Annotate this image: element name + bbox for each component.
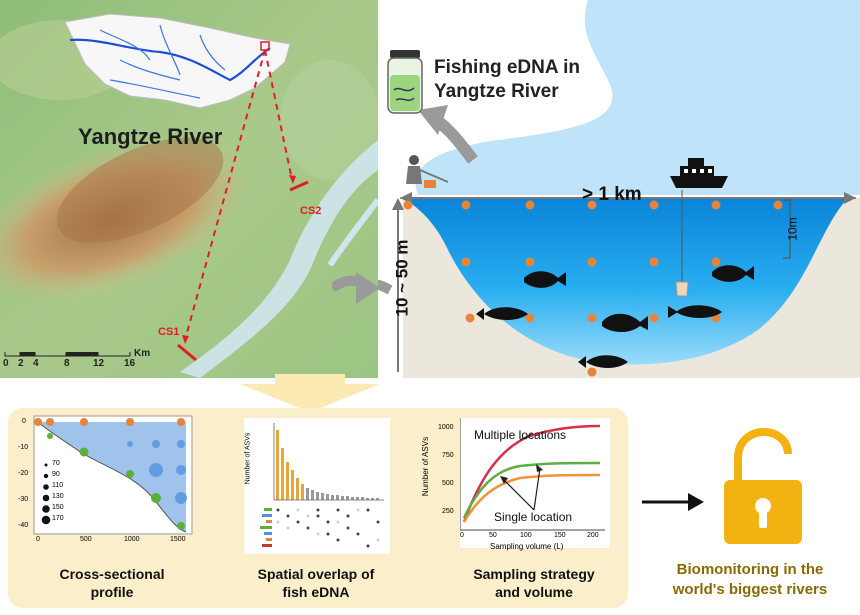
river-scene: Fishing eDNA in Yangtze River > 1 km 10 …	[355, 0, 860, 385]
sampling-y-tick: 750	[442, 452, 454, 459]
scale-tick: 0	[3, 358, 9, 369]
profile-y-tick: -10	[18, 444, 29, 451]
conclusion-line1: Biomonitoring in the	[676, 561, 824, 578]
profile-legend-value: 110	[52, 482, 64, 489]
profile-y-tick: -20	[18, 470, 29, 477]
scale-tick: 16	[124, 358, 136, 369]
sampling-x-tick: 200	[587, 532, 599, 539]
scale-tick: 2	[18, 358, 24, 369]
overlap-caption-line1: Spatial overlap of	[257, 566, 375, 582]
sampling-x-label: Sampling volume (L)	[490, 542, 564, 551]
map-title: Yangtze River	[78, 124, 223, 149]
scale-unit: Km	[134, 348, 151, 359]
fisher-icon	[406, 155, 449, 188]
scale-tick: 8	[64, 358, 70, 369]
jar-title-line2: Yangtze River	[434, 81, 559, 102]
map-panel: Yangtze River CS1 CS2 0 2 4 8 12 16 Km	[0, 0, 381, 378]
width-label: > 1 km	[582, 184, 642, 205]
conclusion-line2: world's biggest rivers	[672, 581, 828, 598]
sampling-y-label: Number of ASVs	[421, 436, 431, 497]
sampling-y-tick: 1000	[438, 424, 454, 431]
arrow-into-scene-icon	[332, 272, 380, 304]
profile-x-tick: 1000	[124, 536, 140, 543]
profile-y-tick: -30	[18, 496, 29, 503]
sampling-x-tick: 50	[489, 532, 497, 539]
site-label-cs1: CS1	[158, 326, 180, 338]
label-single-location: Single location	[494, 510, 573, 524]
arrow-right-icon	[642, 493, 704, 511]
river-illustration	[355, 0, 860, 378]
profile-legend-value: 130	[52, 493, 64, 500]
scale-tick: 12	[93, 358, 105, 369]
depth-label: 10 ~ 50 m	[392, 239, 412, 317]
sampling-points	[403, 200, 783, 377]
profile-chart	[33, 415, 193, 535]
overlap-y-label: Number of ASVs	[244, 432, 252, 485]
site-label-cs2: CS2	[300, 205, 322, 217]
profile-caption-line1: Cross-sectional	[59, 566, 165, 582]
sample-jar-icon	[387, 50, 423, 114]
label-multiple-locations: Multiple locations	[474, 428, 567, 442]
profile-x-tick: 500	[80, 536, 92, 543]
overlap-caption-line2: fish eDNA	[282, 584, 350, 600]
unlocked-padlock-icon	[724, 428, 802, 544]
sampling-x-tick: 100	[520, 532, 532, 539]
profile-y-tick: 0	[22, 418, 26, 425]
profile-x-tick: 1500	[170, 536, 186, 543]
profile-legend-value: 150	[52, 504, 64, 511]
sampling-chart	[460, 418, 610, 548]
scale-bar	[4, 352, 131, 357]
profile-x-tick: 0	[36, 536, 40, 543]
sampling-x-tick: 150	[554, 532, 566, 539]
boat-icon	[670, 158, 728, 297]
scale-tick: 4	[33, 358, 39, 369]
sampling-caption-line2: and volume	[495, 584, 573, 600]
profile-legend-value: 90	[52, 471, 60, 478]
sampling-y-tick: 500	[442, 480, 454, 487]
profile-y-tick: -40	[18, 522, 29, 529]
fish-icons	[476, 265, 754, 368]
overlap-chart	[244, 418, 390, 554]
profile-legend-value: 70	[52, 460, 60, 467]
interval-label: 10m	[785, 217, 800, 241]
profile-caption-line2: profile	[90, 584, 134, 600]
terrain-map	[0, 0, 381, 378]
sampling-x-tick: 0	[460, 532, 464, 539]
funnel-arrow-icon	[240, 374, 380, 412]
sampling-caption-line1: Sampling strategy	[473, 566, 595, 582]
sampling-y-tick: 250	[442, 508, 454, 515]
jar-title-line1: Fishing eDNA in	[434, 57, 581, 78]
profile-legend-value: 170	[52, 515, 64, 522]
